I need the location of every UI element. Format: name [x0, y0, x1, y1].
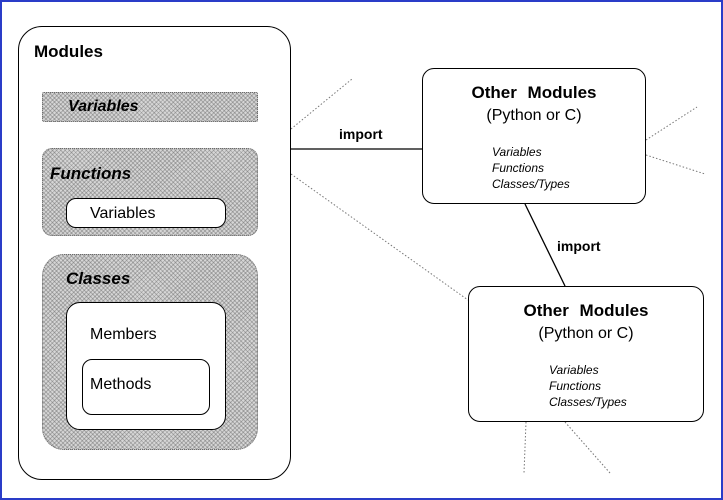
members-label: Members — [90, 326, 157, 343]
other-modules-bottom-subtitle: (Python or C) — [538, 325, 634, 342]
dotted-line — [645, 106, 698, 141]
dotted-line — [564, 421, 611, 474]
other-modules-top-subtitle: (Python or C) — [486, 107, 582, 124]
other-modules-top-item: Classes/Types — [492, 177, 570, 191]
import-label-top: import — [339, 126, 383, 142]
import-label-mid: import — [557, 238, 601, 254]
other-modules-top-box — [422, 68, 646, 204]
other-modules-bottom-title: Other Modules — [523, 301, 649, 320]
other-modules-bottom-item: Classes/Types — [549, 395, 627, 409]
other-modules-bottom-item: Variables — [549, 363, 599, 377]
methods-box — [82, 359, 210, 415]
dotted-line — [523, 421, 527, 474]
import-line-mid — [524, 203, 566, 287]
variables-band — [42, 92, 258, 122]
dotted-line — [290, 78, 353, 130]
other-modules-bottom-box — [468, 286, 704, 422]
other-modules-top-item: Variables — [492, 145, 542, 159]
variables-label: Variables — [68, 98, 139, 115]
dotted-line — [645, 154, 706, 175]
methods-label: Methods — [90, 376, 152, 393]
functions-variables-box — [66, 198, 226, 228]
modules-title: Modules — [34, 42, 103, 61]
functions-label: Functions — [50, 164, 132, 183]
other-modules-bottom-item: Functions — [549, 379, 602, 393]
other-modules-top-title: Other Modules — [471, 83, 597, 102]
other-modules-top-item: Functions — [492, 161, 545, 175]
dotted-line — [290, 173, 469, 301]
classes-label: Classes — [66, 269, 131, 288]
functions-variables-label: Variables — [90, 205, 156, 222]
